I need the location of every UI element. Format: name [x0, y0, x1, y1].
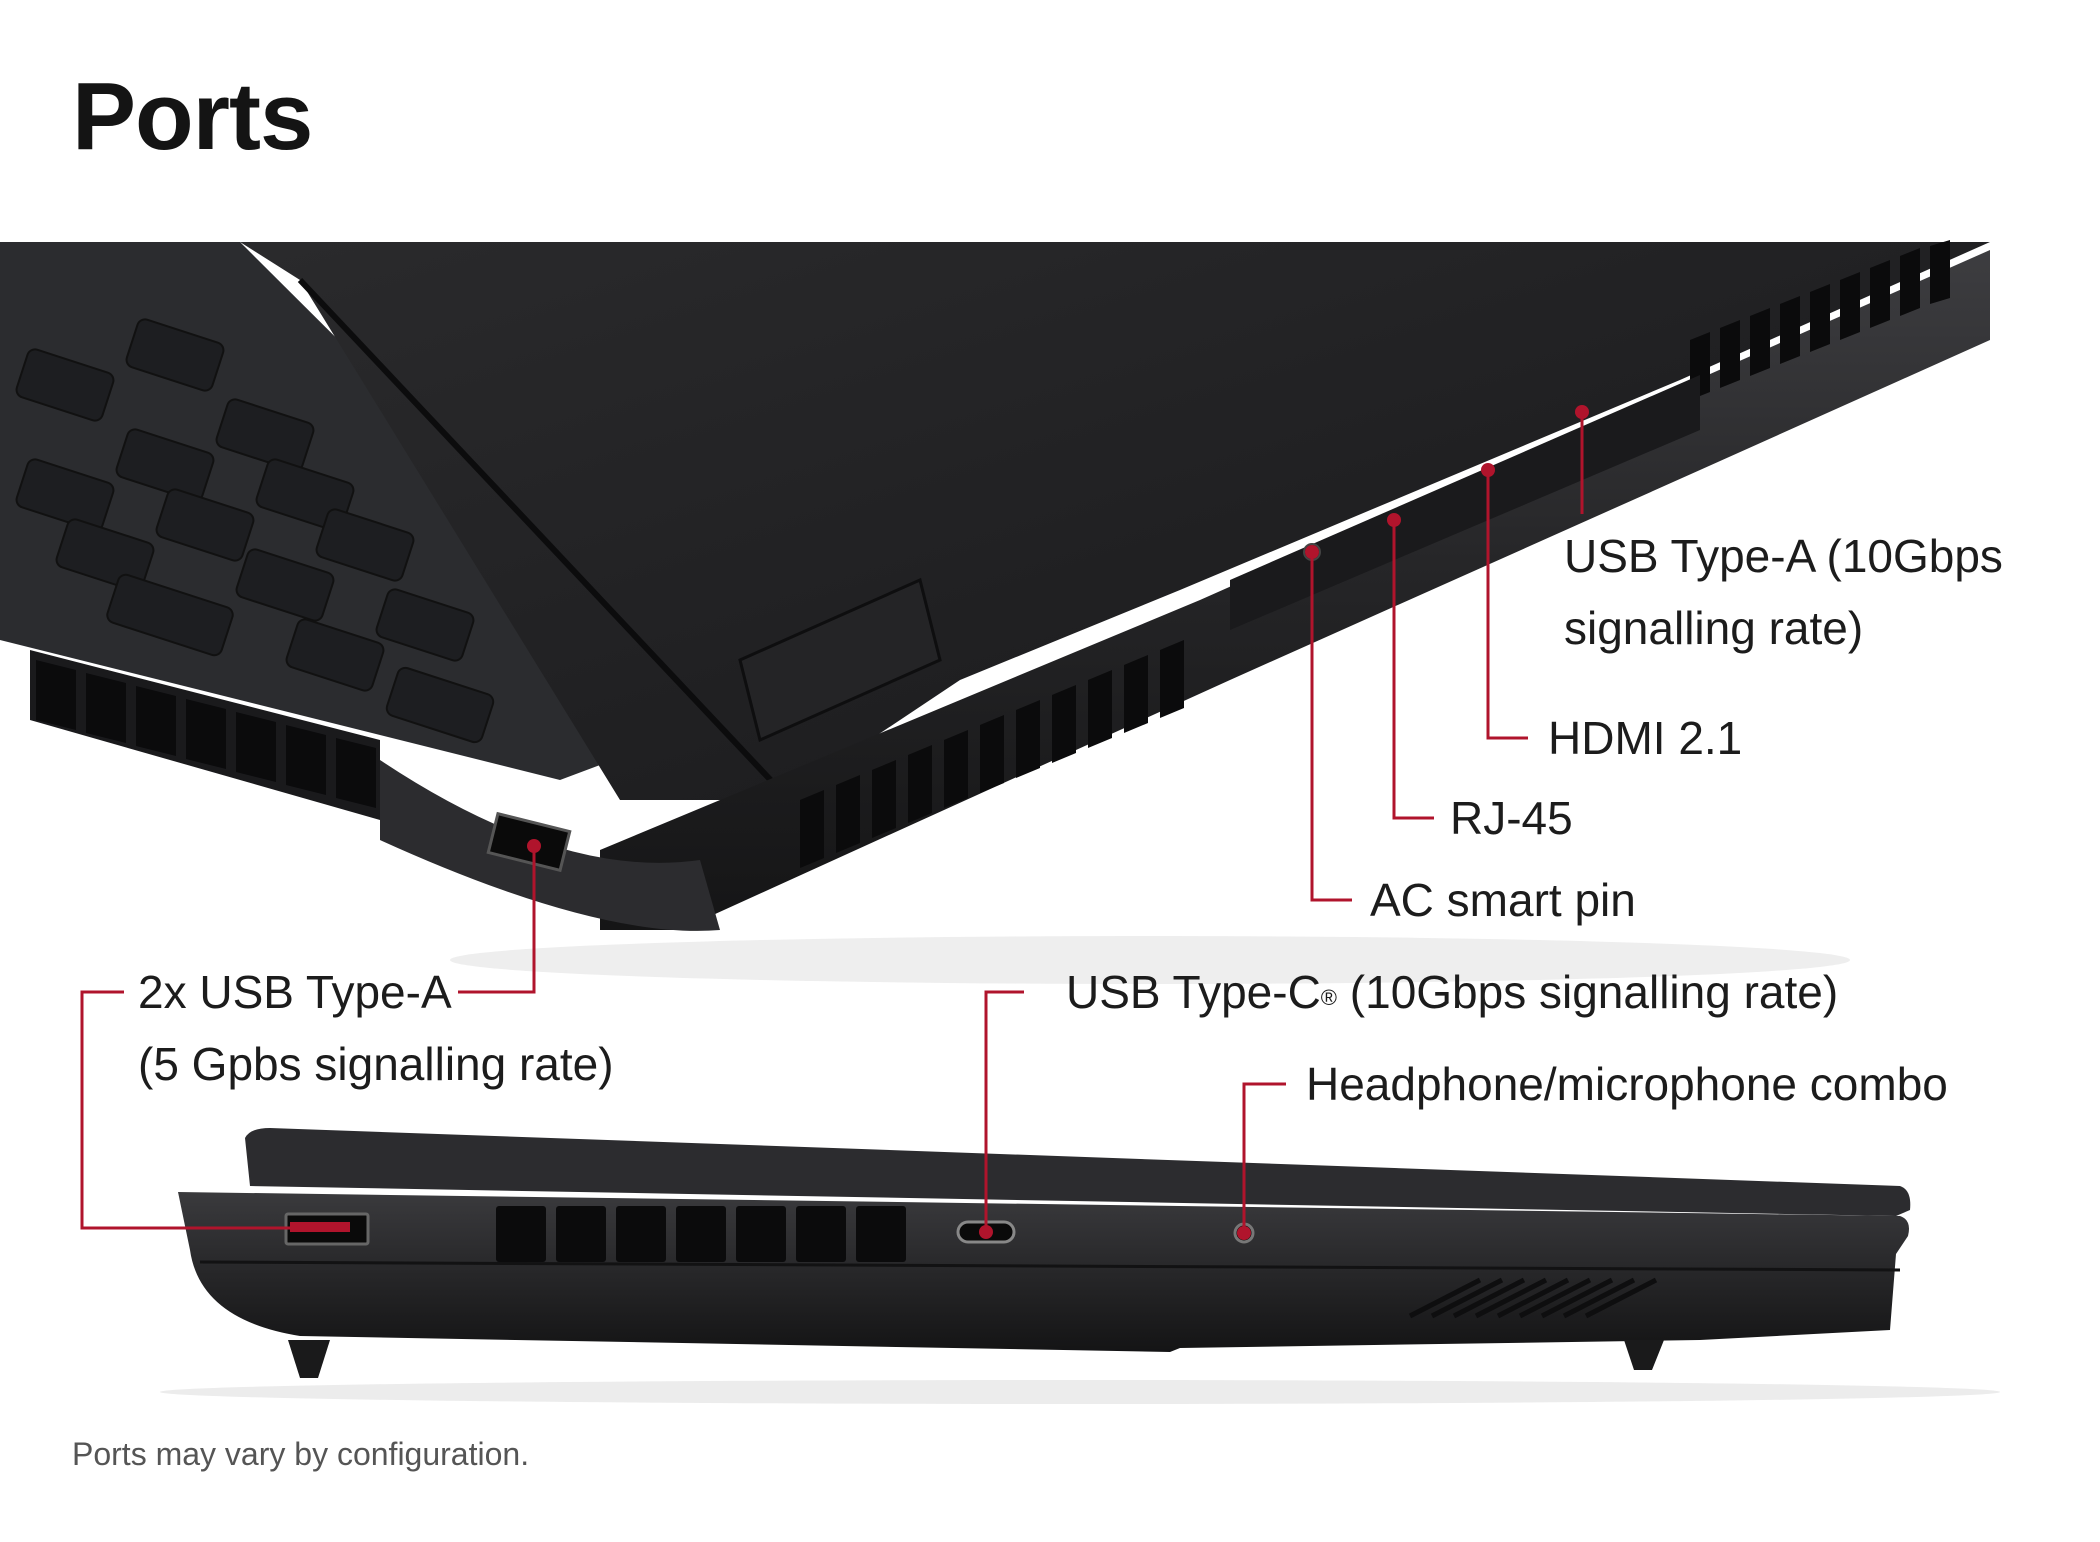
hinge [738, 577, 942, 743]
label-usb-c: USB Type-C® (10Gbps signalling rate) [1066, 956, 1838, 1028]
rear-vent-grille-center [800, 640, 1184, 868]
speaker-grille [1408, 1277, 1658, 1319]
registered-mark: ® [1320, 985, 1338, 1010]
page-title: Ports [72, 63, 313, 170]
label-usb-c-rest: (10Gbps signalling rate) [1337, 966, 1839, 1018]
label-usb-a-rear-line1: USB Type-A (10Gbps [1564, 530, 2003, 582]
keyboard-keys [15, 318, 495, 744]
label-usb-a-side: 2x USB Type-A (5 Gpbs signalling rate) [138, 956, 614, 1100]
rear-vent-grille-right [1690, 240, 1950, 400]
side-body [178, 1192, 1909, 1352]
label-usb-a-side-line2: (5 Gpbs signalling rate) [138, 1038, 614, 1090]
left-vent-grille [36, 660, 376, 808]
side-foot-left [288, 1340, 330, 1378]
footnote: Ports may vary by configuration. [72, 1436, 530, 1472]
label-usb-a-rear-line2: signalling rate) [1564, 602, 1864, 654]
label-hdmi: HDMI 2.1 [1548, 712, 1743, 764]
laptop-lid [240, 242, 1990, 800]
label-usb-a-side-line1: 2x USB Type-A [138, 966, 452, 1018]
side-vent-grille [496, 1206, 906, 1262]
label-usb-c-main: USB Type-C [1066, 966, 1321, 1018]
laptop-side-view [160, 1128, 2000, 1404]
label-rj45: RJ-45 [1450, 792, 1573, 844]
label-ac-smart-pin: AC smart pin [1370, 874, 1636, 926]
laptop-rear-view [0, 240, 1990, 984]
side-lid [245, 1128, 1911, 1216]
label-usb-a-rear: USB Type-A (10Gbps signalling rate) [1564, 520, 2003, 664]
callout-lines [80, 405, 1589, 1240]
label-headphone: Headphone/microphone combo [1306, 1058, 1948, 1110]
side-foot-right [1624, 1340, 1664, 1370]
